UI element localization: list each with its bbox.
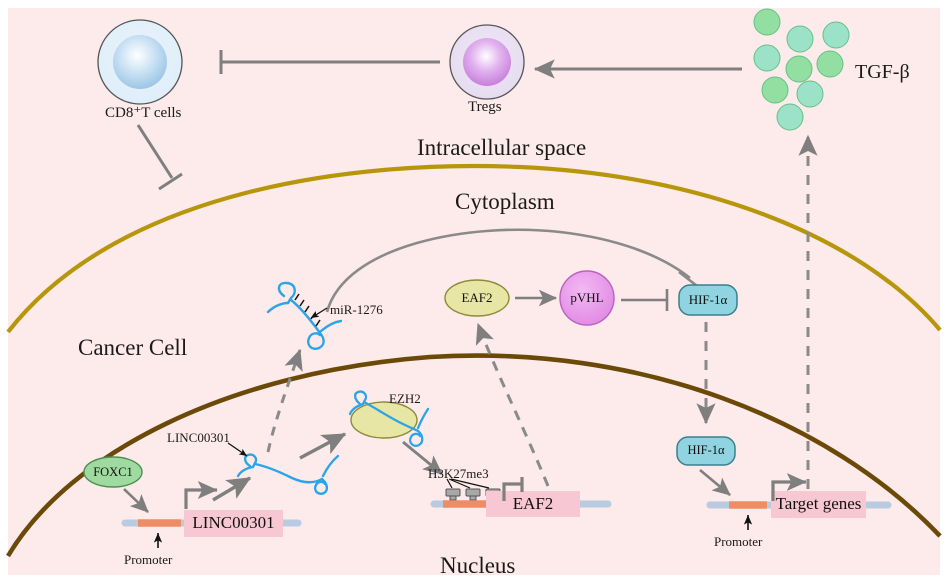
label-mir-1276: miR-1276 — [330, 302, 383, 317]
label-hif1a-cytoplasm: HIF-1α — [688, 292, 728, 307]
label-hif1a-nucleus: HIF-1α — [687, 443, 725, 457]
label-foxc1: FOXC1 — [93, 465, 133, 479]
label-eaf2-protein: EAF2 — [461, 290, 493, 305]
label-intracellular-space: Intracellular space — [417, 135, 587, 160]
label-tgf-beta: TGF-β — [855, 61, 910, 83]
label-tregs: Tregs — [468, 99, 502, 115]
label-linc00301-promoter: Promoter — [124, 552, 173, 567]
label-linc00301-rna: LINC00301 — [167, 430, 230, 445]
label-eaf2-gene: EAF2 — [512, 494, 554, 513]
label-cytoplasm: Cytoplasm — [455, 189, 555, 214]
label-target-genes: Target genes — [775, 494, 862, 513]
label-cd8-t-cells: CD8⁺T cells — [105, 105, 182, 121]
label-h3k27me3: H3K27me3 — [428, 466, 489, 481]
label-cancer-cell: Cancer Cell — [78, 335, 188, 360]
label-ezh2: EZH2 — [389, 391, 421, 406]
label-pvhl-protein: pVHL — [570, 290, 604, 305]
label-nucleus: Nucleus — [440, 553, 516, 578]
label-linc00301-gene: LINC00301 — [192, 513, 275, 532]
label-target-genes-promoter: Promoter — [714, 534, 763, 549]
